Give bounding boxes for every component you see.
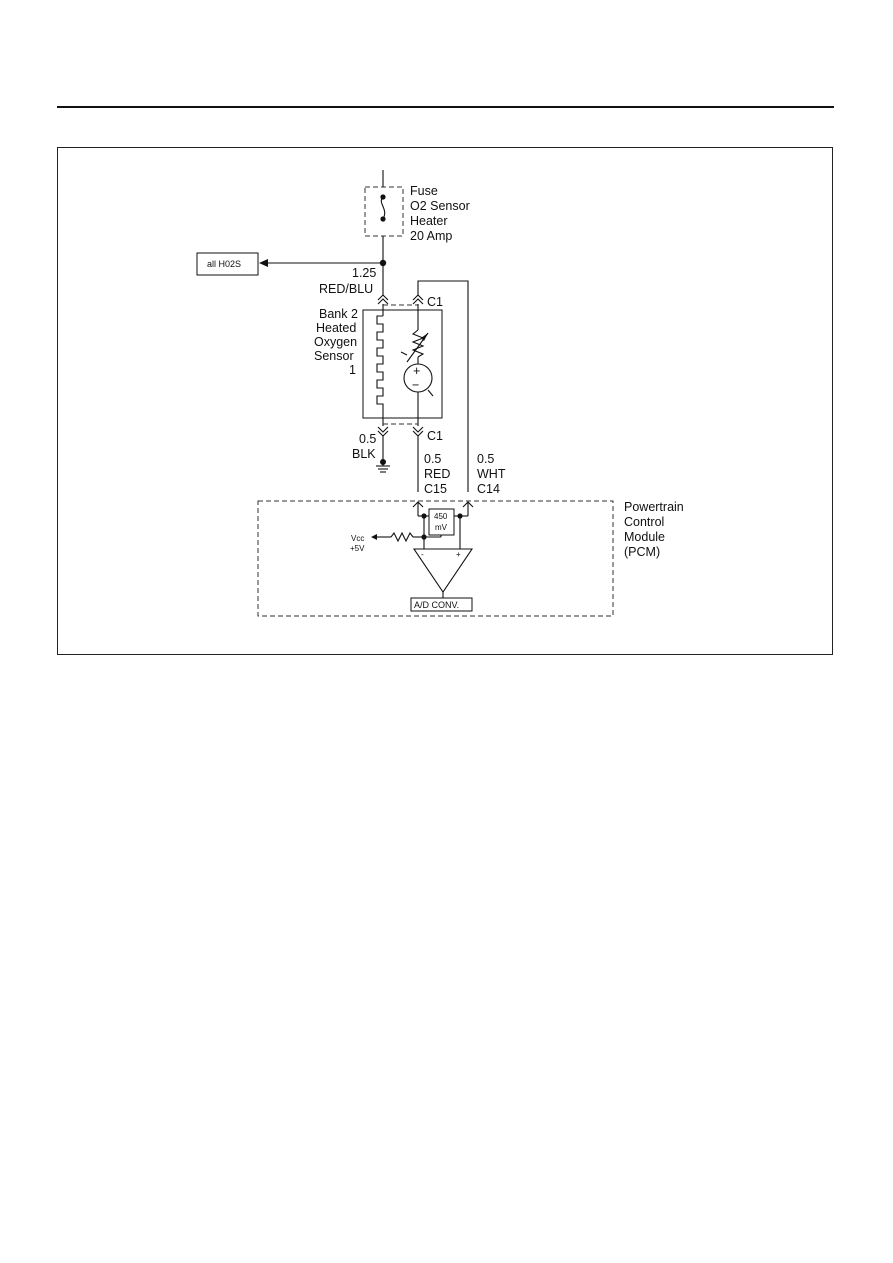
- comparator-plus: +: [456, 550, 461, 559]
- bias-label-line1: 450: [434, 512, 448, 521]
- connector-c1-top: [377, 294, 424, 306]
- pcm-pin-c14: [462, 501, 474, 516]
- heater-element: [376, 315, 384, 414]
- arrow-left-icon: [259, 259, 268, 267]
- signal-wire-gauge: 0.5: [424, 452, 441, 466]
- pcm-label-line2: Control: [624, 515, 664, 529]
- fuse-label-line3: Heater: [410, 214, 448, 228]
- low-reference-wire: [417, 280, 469, 492]
- wire-top-color: RED/BLU: [319, 282, 373, 296]
- signal-wire-color: RED: [424, 467, 450, 481]
- ad-converter-box: [410, 597, 473, 612]
- pcm-label-line4: (PCM): [624, 545, 660, 559]
- fuse-label-line4: 20 Amp: [410, 229, 452, 243]
- variable-resistor: [411, 329, 425, 358]
- pullup-resistor: [390, 531, 414, 543]
- fuse-label-line1: Fuse: [410, 184, 438, 198]
- ground-wire-gauge: 0.5: [359, 432, 376, 446]
- low-wire-pin: C14: [477, 482, 500, 496]
- all-h02s-label: all H02S: [207, 259, 241, 269]
- pcm-label-line1: Powertrain: [624, 500, 684, 514]
- all-h02s-box: [196, 252, 259, 276]
- pcm-label-line3: Module: [624, 530, 665, 544]
- sensor-label-line5: 1: [349, 363, 356, 377]
- connector-top-label: C1: [427, 295, 443, 309]
- ground-icon: [376, 462, 390, 473]
- comparator-symbol: [412, 548, 474, 593]
- sensor-label-line3: Oxygen: [314, 335, 357, 349]
- sensor-label-line4: Sensor: [314, 349, 354, 363]
- sensor-label-line2: Heated: [316, 321, 356, 335]
- pcm-pin-c15: [412, 501, 424, 516]
- vcc-label-line2: +5V: [350, 544, 365, 553]
- wire-top-gauge: 1.25: [352, 266, 376, 280]
- cell-plus: +: [413, 364, 420, 378]
- comparator-minus: -: [421, 550, 424, 559]
- cell-minus: −: [412, 378, 419, 392]
- sensor-body: [362, 309, 443, 419]
- signal-wire-pin: C15: [424, 482, 447, 496]
- ground-wire-color: BLK: [352, 447, 376, 461]
- header-rule: [57, 106, 834, 108]
- fuse-label-line2: O2 Sensor: [410, 199, 470, 213]
- bias-label-line2: mV: [435, 523, 448, 532]
- diagram-frame: [57, 147, 833, 655]
- fuse-symbol: [364, 170, 404, 263]
- pcm-box: [257, 500, 614, 617]
- sensor-label-line1: Bank 2: [319, 307, 358, 321]
- low-wire-gauge: 0.5: [477, 452, 494, 466]
- connector-c1-bottom: [377, 423, 424, 437]
- ad-converter-label: A/D CONV.: [414, 600, 459, 610]
- vcc-arrow-icon: [371, 534, 377, 540]
- low-wire-color: WHT: [477, 467, 506, 481]
- connector-bottom-label: C1: [427, 429, 443, 443]
- vcc-label-line1: Vcc: [351, 534, 364, 543]
